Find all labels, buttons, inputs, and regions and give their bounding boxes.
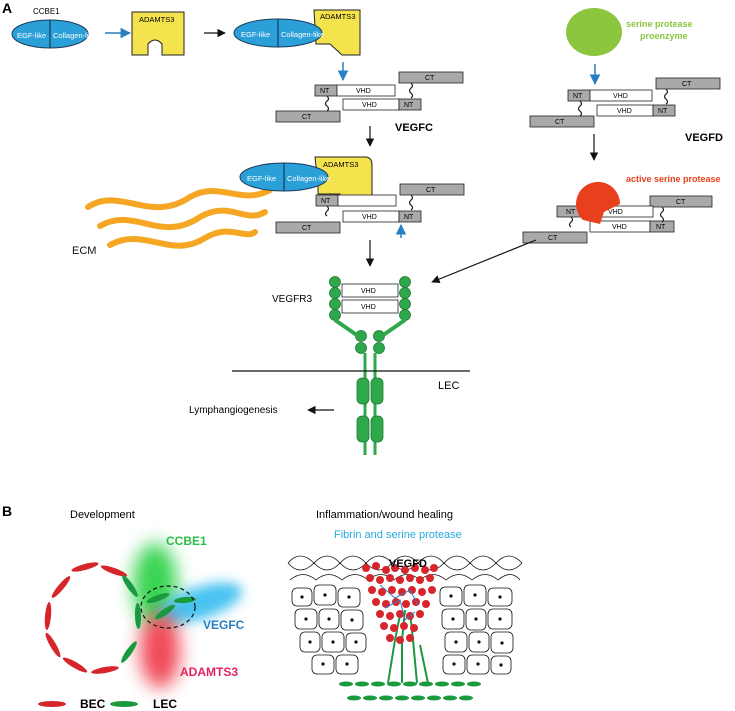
ct-label: CT	[302, 225, 312, 232]
inflammation-title: Inflammation/wound healing	[316, 509, 453, 521]
vhd-label: VHD	[361, 288, 376, 295]
blue-fibrin	[379, 584, 419, 621]
lymphatic-sprout	[121, 575, 196, 663]
ccbe1-adamts3-vegfc-complex: CT ADAMTS3 EGF-like Collagen-like NT VHD…	[239, 156, 465, 234]
vhd-label: VHD	[612, 224, 627, 231]
blood-vessel-ring	[44, 562, 128, 674]
vegfc-dimer: CT NT VHD VHD NT CT VEGFC	[275, 71, 464, 134]
tissue-cells	[291, 584, 514, 675]
adamts3-molecule: ADAMTS3	[131, 11, 185, 56]
legend: BEC LEC	[38, 697, 177, 711]
vhd-label: VHD	[356, 88, 371, 95]
adamts3-label: ADAMTS3	[323, 160, 358, 169]
dashed-region	[140, 585, 196, 629]
vegfr3-label: VEGFR3	[272, 294, 312, 305]
proenzyme-label-line1: serine protease	[626, 19, 693, 29]
ccbe1-egf-label: EGF-like	[17, 31, 46, 40]
legend-bec: BEC	[80, 697, 106, 711]
vegfd-label: VEGFD	[685, 132, 723, 144]
ct-label: CT	[425, 75, 435, 82]
nt-label: NT	[320, 88, 330, 95]
ct-label: CT	[426, 187, 436, 194]
nt-label: NT	[321, 198, 331, 205]
serine-protease-proenzyme: serine protease proenzyme	[566, 8, 693, 56]
nt-label: NT	[566, 209, 576, 216]
development-gradients	[133, 543, 243, 688]
inflammation-subtitle: Fibrin and serine protease	[334, 529, 462, 541]
lymphangiogenesis-label: Lymphangiogenesis	[189, 405, 278, 416]
vhd-label: VHD	[362, 102, 377, 109]
black-arrow-vegfd-to-receptor	[431, 239, 537, 284]
ct-label: CT	[682, 81, 692, 88]
vhd-label: VHD	[362, 214, 377, 221]
nt-label: NT	[573, 93, 583, 100]
ccbe1-egf-label: EGF-like	[247, 174, 276, 183]
vegfd-dimer: CT NT VHD VHD NT CT VEGFD	[529, 77, 723, 144]
lec-label: LEC	[438, 380, 459, 392]
nt-label: NT	[404, 214, 414, 221]
panel-a-label: A	[2, 0, 12, 16]
ecm-label: ECM	[72, 245, 96, 257]
ccbe1-egf-label: EGF-like	[241, 30, 270, 39]
ct-label: CT	[555, 119, 565, 126]
panel-b-label: B	[2, 503, 12, 519]
vegfc-gradient-label: VEGFC	[203, 618, 245, 632]
ccbe1-collagen-label: Collagen-like	[287, 174, 330, 183]
ct-label: CT	[676, 199, 686, 206]
ccbe1-gradient-label: CCBE1	[166, 534, 207, 548]
vhd-label: VHD	[613, 93, 628, 100]
basement-lymphatic	[339, 681, 481, 701]
ccbe1-adamts3-complex: ADAMTS3 EGF-like Collagen-like	[233, 9, 361, 56]
vhd-label: VHD	[617, 108, 632, 115]
proenzyme-label-line2: proenzyme	[640, 31, 688, 41]
active-protease-label: active serine protease	[626, 174, 721, 184]
vegfd-tissue-label: VEGFD	[389, 558, 427, 570]
ccbe1-collagen-label: Collagen-like	[53, 31, 96, 40]
ccbe1-collagen-label: Collagen-like	[281, 30, 324, 39]
vhd-label: VHD	[608, 209, 623, 216]
red-cell-cluster	[362, 562, 438, 644]
wound-vessels	[387, 609, 429, 684]
nt-label: NT	[656, 224, 666, 231]
nt-label: NT	[404, 102, 414, 109]
vhd-label: VHD	[361, 304, 376, 311]
adamts3-label: ADAMTS3	[320, 12, 355, 21]
development-title: Development	[70, 509, 135, 521]
ecm-fibers: ECM	[72, 187, 273, 257]
ccbe1-title: CCBE1	[33, 7, 60, 16]
adamts3-label: ADAMTS3	[139, 15, 174, 24]
active-protease-complex: active serine protease CT NT VHD VHD NT …	[522, 174, 721, 244]
ct-label: CT	[302, 114, 312, 121]
legend-lec: LEC	[153, 697, 177, 711]
ccbe1-molecule: CCBE1 EGF-like Collagen-like	[11, 7, 96, 49]
adamts3-gradient-label: ADAMTS3	[180, 665, 238, 679]
ct-label: CT	[548, 235, 558, 242]
vegfc-label: VEGFC	[395, 122, 433, 134]
vegfr3-receptor: VEGFR3 VHD VHD	[272, 276, 411, 455]
nt-label: NT	[658, 108, 668, 115]
